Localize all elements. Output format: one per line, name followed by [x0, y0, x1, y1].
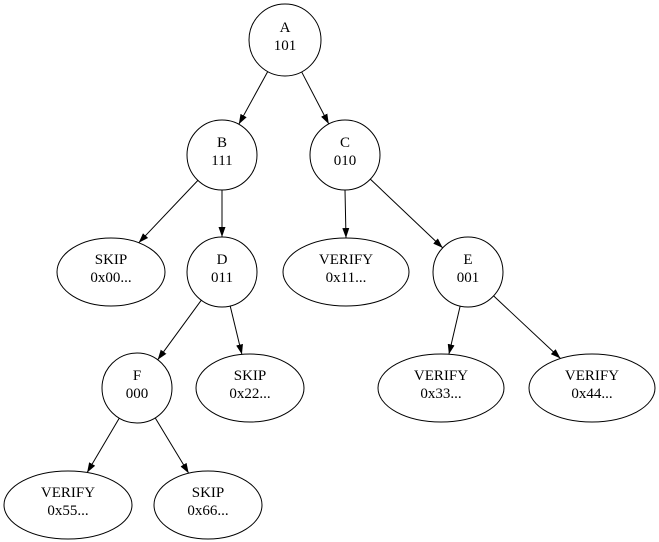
node-verify44-label: VERIFY: [565, 368, 619, 384]
node-skip22-sublabel: 0x22...: [229, 386, 270, 402]
edge-e-to-verify33: [447, 306, 461, 355]
node-skip22-label: SKIP: [234, 368, 267, 384]
node-c-label: C: [340, 135, 350, 151]
node-skip22-ellipse: [195, 353, 305, 423]
node-skip00-sublabel: 0x00...: [90, 270, 131, 286]
node-verify55: VERIFY 0x55...: [3, 470, 133, 540]
node-d: D 011: [186, 236, 258, 308]
node-verify11: VERIFY 0x11...: [282, 237, 410, 307]
edge-d-to-skip22: [229, 305, 243, 355]
node-skip00: SKIP 0x00...: [56, 237, 166, 307]
node-f-circle: [101, 352, 173, 424]
node-c: C 010: [309, 119, 381, 191]
node-b: B 111: [186, 119, 258, 191]
node-skip66-ellipse: [153, 470, 263, 540]
node-c-sublabel: 010: [334, 153, 357, 169]
node-verify33: VERIFY 0x33...: [377, 353, 505, 423]
node-skip66-label: SKIP: [192, 485, 225, 501]
node-b-sublabel: 111: [211, 153, 232, 169]
edge-a-to-b: [238, 71, 269, 125]
node-a-circle: [248, 3, 322, 77]
node-f: F 000: [101, 352, 173, 424]
node-d-label: D: [217, 252, 228, 268]
node-verify55-label: VERIFY: [41, 485, 95, 501]
node-e: E 001: [432, 236, 504, 308]
node-verify33-label: VERIFY: [414, 368, 468, 384]
edge-c-to-verify11: [342, 189, 350, 239]
edge-group: [86, 71, 561, 474]
node-b-label: B: [217, 135, 227, 151]
node-c-circle: [309, 119, 381, 191]
node-skip22: SKIP 0x22...: [195, 353, 305, 423]
node-b-circle: [186, 119, 258, 191]
node-a-label: A: [280, 20, 291, 36]
node-d-circle: [186, 236, 258, 308]
edge-f-to-skip66: [154, 417, 190, 474]
node-skip66: SKIP 0x66...: [153, 470, 263, 540]
edge-e-to-verify44: [493, 295, 561, 359]
node-e-circle: [432, 236, 504, 308]
node-verify44-sublabel: 0x44...: [571, 386, 612, 402]
node-e-label: E: [463, 252, 472, 268]
edge-d-to-f: [157, 299, 202, 361]
edge-a-to-c: [301, 71, 330, 125]
node-verify44: VERIFY 0x44...: [528, 353, 656, 423]
node-verify11-label: VERIFY: [319, 252, 373, 268]
node-f-label: F: [133, 368, 141, 384]
node-verify44-ellipse: [528, 353, 656, 423]
node-verify33-ellipse: [377, 353, 505, 423]
edge-b-to-skip00: [138, 180, 199, 244]
node-verify55-sublabel: 0x55...: [47, 503, 88, 519]
node-verify33-sublabel: 0x33...: [420, 386, 461, 402]
edge-f-to-verify55: [86, 417, 120, 473]
node-a-sublabel: 101: [274, 38, 297, 54]
node-a: A 101: [248, 3, 322, 77]
node-verify11-sublabel: 0x11...: [326, 270, 367, 286]
edge-c-to-e: [369, 178, 444, 249]
node-d-sublabel: 011: [211, 270, 233, 286]
node-verify55-ellipse: [3, 470, 133, 540]
node-skip00-ellipse: [56, 237, 166, 307]
node-skip66-sublabel: 0x66...: [187, 503, 228, 519]
node-e-sublabel: 001: [457, 270, 480, 286]
node-verify11-ellipse: [282, 237, 410, 307]
node-f-sublabel: 000: [126, 386, 149, 402]
node-skip00-label: SKIP: [95, 252, 128, 268]
